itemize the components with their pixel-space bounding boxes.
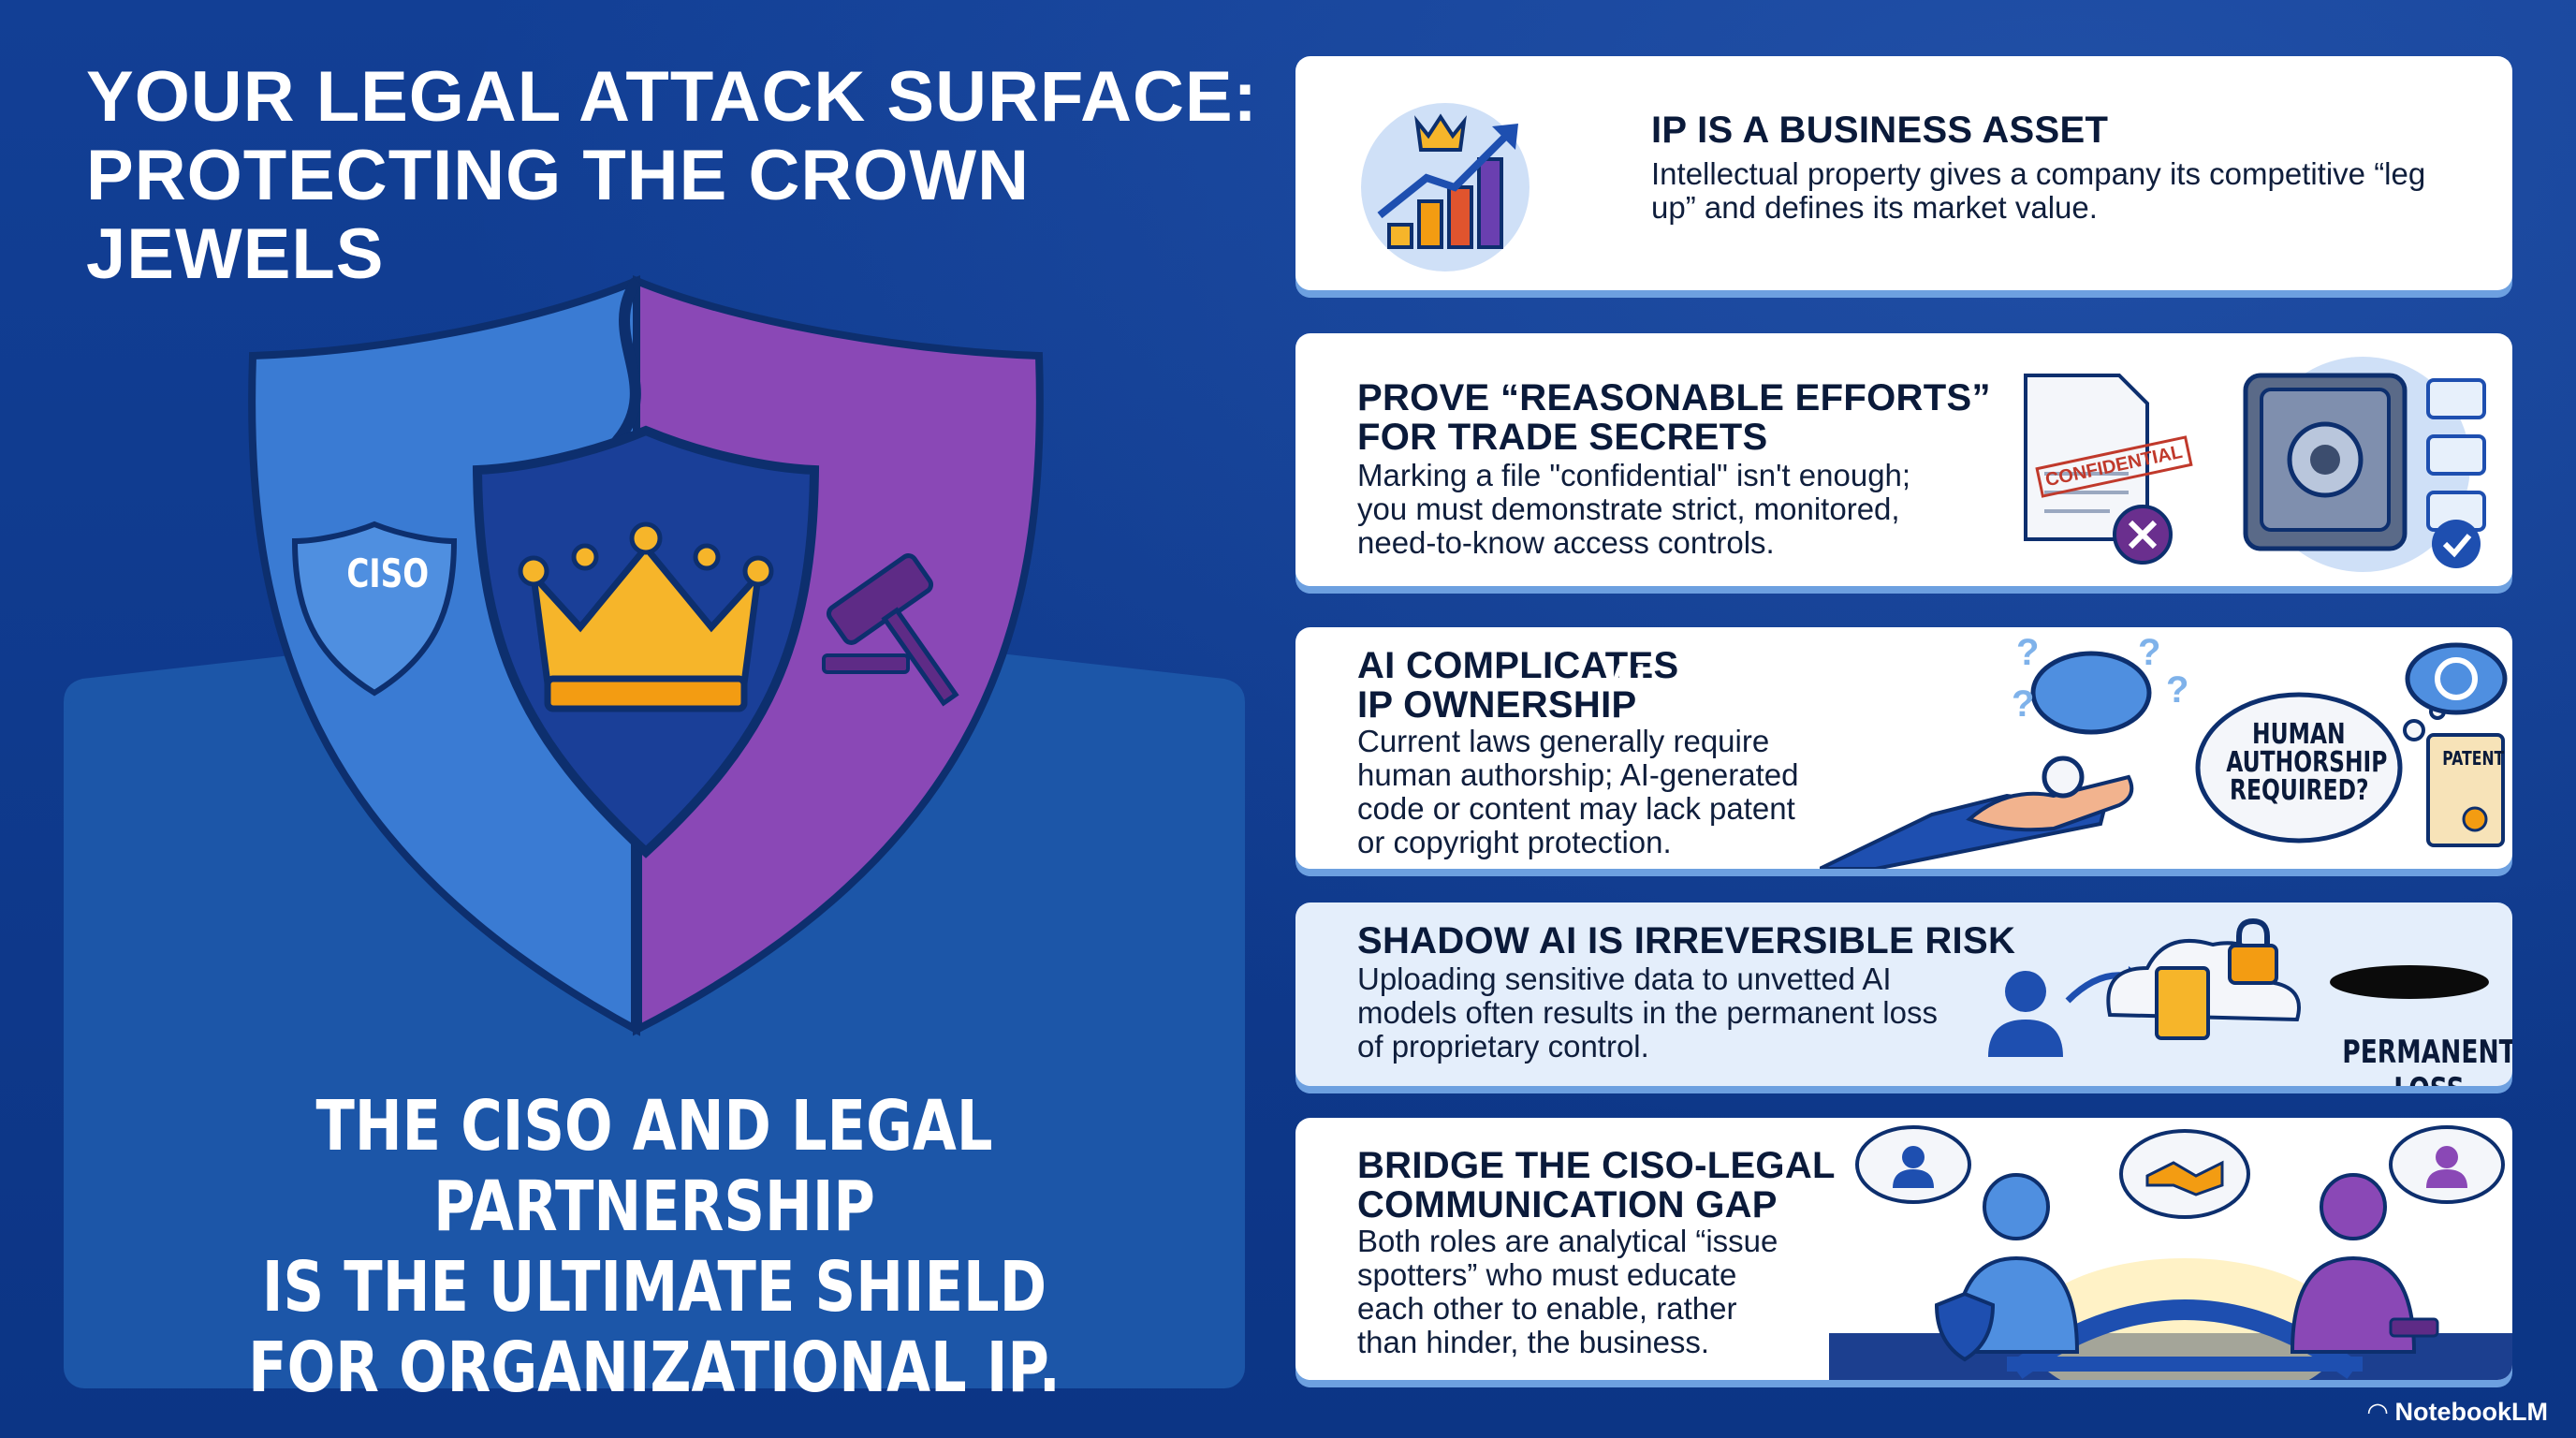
card-2-body-line-1: Marking a file "confidential" isn't enou… (1357, 458, 1911, 492)
card-3-body-line-1: Current laws generally require (1357, 724, 1770, 758)
tagline: THE CISO AND LEGAL PARTNERSHIP IS THE UL… (170, 1086, 1139, 1408)
svg-text:?: ? (2166, 669, 2188, 711)
card-1-body: Intellectual property gives a company it… (1651, 156, 2426, 225)
checkmark-icon (2432, 520, 2481, 568)
gavel-icon (826, 553, 959, 707)
card-2-title: PROVE “REASONABLE EFFORTS” FOR TRADE SEC… (1357, 378, 2012, 457)
card-3-body-line-2: human authorship; AI-generated (1357, 757, 1799, 792)
brand-text: NotebookLM (2394, 1398, 2548, 1426)
shadow-ai-illustration (1988, 917, 2489, 1057)
svg-text:?: ? (2016, 632, 2039, 673)
ciso-badge-label: CISO (346, 550, 430, 596)
bridge-illustration (1829, 1125, 2512, 1380)
growth-chart-icon (1361, 103, 1530, 271)
file-icon (2155, 966, 2210, 1040)
vault-illustration (2024, 357, 2486, 572)
card-3-body-line-3: code or content may lack patent (1357, 791, 1795, 826)
card-2-title-line-1: PROVE “REASONABLE EFFORTS” (1357, 377, 1991, 418)
hand-icon (1820, 774, 2134, 869)
brand-logo: ◠NotebookLM (2368, 1398, 2548, 1427)
card-4-body-line-2: models often results in the permanent lo… (1357, 995, 1938, 1030)
page-title: YOUR LEGAL ATTACK SURFACE: PROTECTING TH… (86, 58, 1266, 294)
card-5-body-line-1: Both roles are analytical “issue (1357, 1224, 1778, 1258)
card-5-body-line-4: than hinder, the business. (1357, 1325, 1710, 1359)
bubble-line-1: HUMAN (2252, 718, 2346, 751)
card-3-title: AI COMPLICATES IP OWNERSHIP (1357, 646, 1938, 725)
card-communication-gap: BRIDGE THE CISO-LEGAL COMMUNICATION GAP … (1295, 1118, 2512, 1380)
copyright-icon (2042, 756, 2085, 799)
svg-text:?: ? (2138, 632, 2160, 673)
document-icon (2024, 374, 2173, 565)
question-marks: ???? (2012, 632, 2188, 725)
human-authorship-bubble: HUMAN AUTHORSHIP REQUIRED? (2203, 721, 2394, 805)
hole-icon (2330, 965, 2489, 999)
card-3-title-line-2: IP OWNERSHIP (1357, 684, 1637, 726)
card-4-body-line-3: of proprietary control. (1357, 1029, 1649, 1064)
bubble-line-3: REQUIRED? (2229, 774, 2369, 807)
fingerprint-icon (2426, 378, 2486, 419)
title-line-2: PROTECTING THE CROWN JEWELS (86, 136, 1030, 294)
card-shadow-ai: SHADOW AI IS IRREVERSIBLE RISK Uploading… (1295, 902, 2512, 1086)
ai-label: AI (1608, 657, 1646, 698)
thought-bubble-icon (2195, 692, 2446, 844)
tagline-line-2: IS THE ULTIMATE SHIELD (261, 1247, 1047, 1328)
notebooklm-icon: ◠ (2367, 1398, 2388, 1426)
card-ip-business-asset: IP IS A BUSINESS ASSET Intellectual prop… (1295, 56, 2512, 290)
card-2-body-line-3: need-to-know access controls. (1357, 525, 1775, 560)
card-5-body: Both roles are analytical “issue spotter… (1357, 1225, 1938, 1359)
card-5-title: BRIDGE THE CISO-LEGAL COMMUNICATION GAP (1357, 1146, 1938, 1225)
ciso-badge-icon (291, 521, 458, 697)
card-2-title-line-2: FOR TRADE SECRETS (1357, 417, 1768, 458)
handshake-icon (2145, 1160, 2224, 1196)
card-trade-secrets: PROVE “REASONABLE EFFORTS” FOR TRADE SEC… (1295, 333, 2512, 586)
user-icon (1988, 971, 2063, 1057)
card-1-title: IP IS A BUSINESS ASSET (1651, 110, 2109, 151)
card-3-body: Current laws generally require human aut… (1357, 725, 1938, 859)
gavel-small-icon (2389, 1317, 2439, 1338)
title-line-1: YOUR LEGAL ATTACK SURFACE: (86, 57, 1258, 137)
shield-icon (1934, 1291, 1996, 1362)
tagline-line-3: FOR ORGANIZATIONAL IP. (248, 1328, 1061, 1408)
card-5-body-line-3: each other to enable, rather (1357, 1291, 1737, 1326)
safe-icon (2243, 373, 2408, 551)
card-3-title-line-1: AI COMPLICATES (1357, 645, 1679, 686)
patent-label: PATENT (2442, 747, 2505, 770)
card-4-body-line-1: Uploading sensitive data to unvetted AI (1357, 961, 1892, 996)
card-2-body-line-2: you must demonstrate strict, monitored, (1357, 492, 1900, 526)
card-4-body: Uploading sensitive data to unvetted AI … (1357, 962, 2031, 1064)
password-icon (2426, 434, 2486, 476)
card-5-title-line-1: BRIDGE THE CISO-LEGAL (1357, 1145, 1836, 1186)
card-5-body-line-2: spotters” who must educate (1357, 1257, 1737, 1292)
brain-icon (2030, 651, 2152, 735)
ai-ownership-illustration: ???? (1820, 632, 2508, 869)
svg-text:?: ? (2012, 683, 2034, 725)
patent-scroll-icon (2426, 733, 2505, 847)
crown-icon (518, 521, 774, 712)
permanent-loss-label: PERMANENT LOSS (2342, 1034, 2512, 1086)
legal-person-icon (2290, 1173, 2417, 1354)
card-5-title-line-2: COMMUNICATION GAP (1357, 1184, 1778, 1225)
bubble-line-2: AUTHORSHIP (2226, 746, 2388, 779)
card-2-body: Marking a file "confidential" isn't enou… (1357, 459, 2012, 560)
shield-illustration (248, 275, 1044, 1036)
lock-icon (2228, 917, 2278, 985)
card-3-body-line-4: or copyright protection. (1357, 825, 1672, 859)
card-4-title: SHADOW AI IS IRREVERSIBLE RISK (1357, 920, 2016, 961)
tagline-line-1: THE CISO AND LEGAL PARTNERSHIP (315, 1086, 993, 1247)
card-ai-ownership: AI COMPLICATES IP OWNERSHIP Current laws… (1295, 627, 2512, 869)
copyright-cloud-icon (2405, 642, 2508, 715)
